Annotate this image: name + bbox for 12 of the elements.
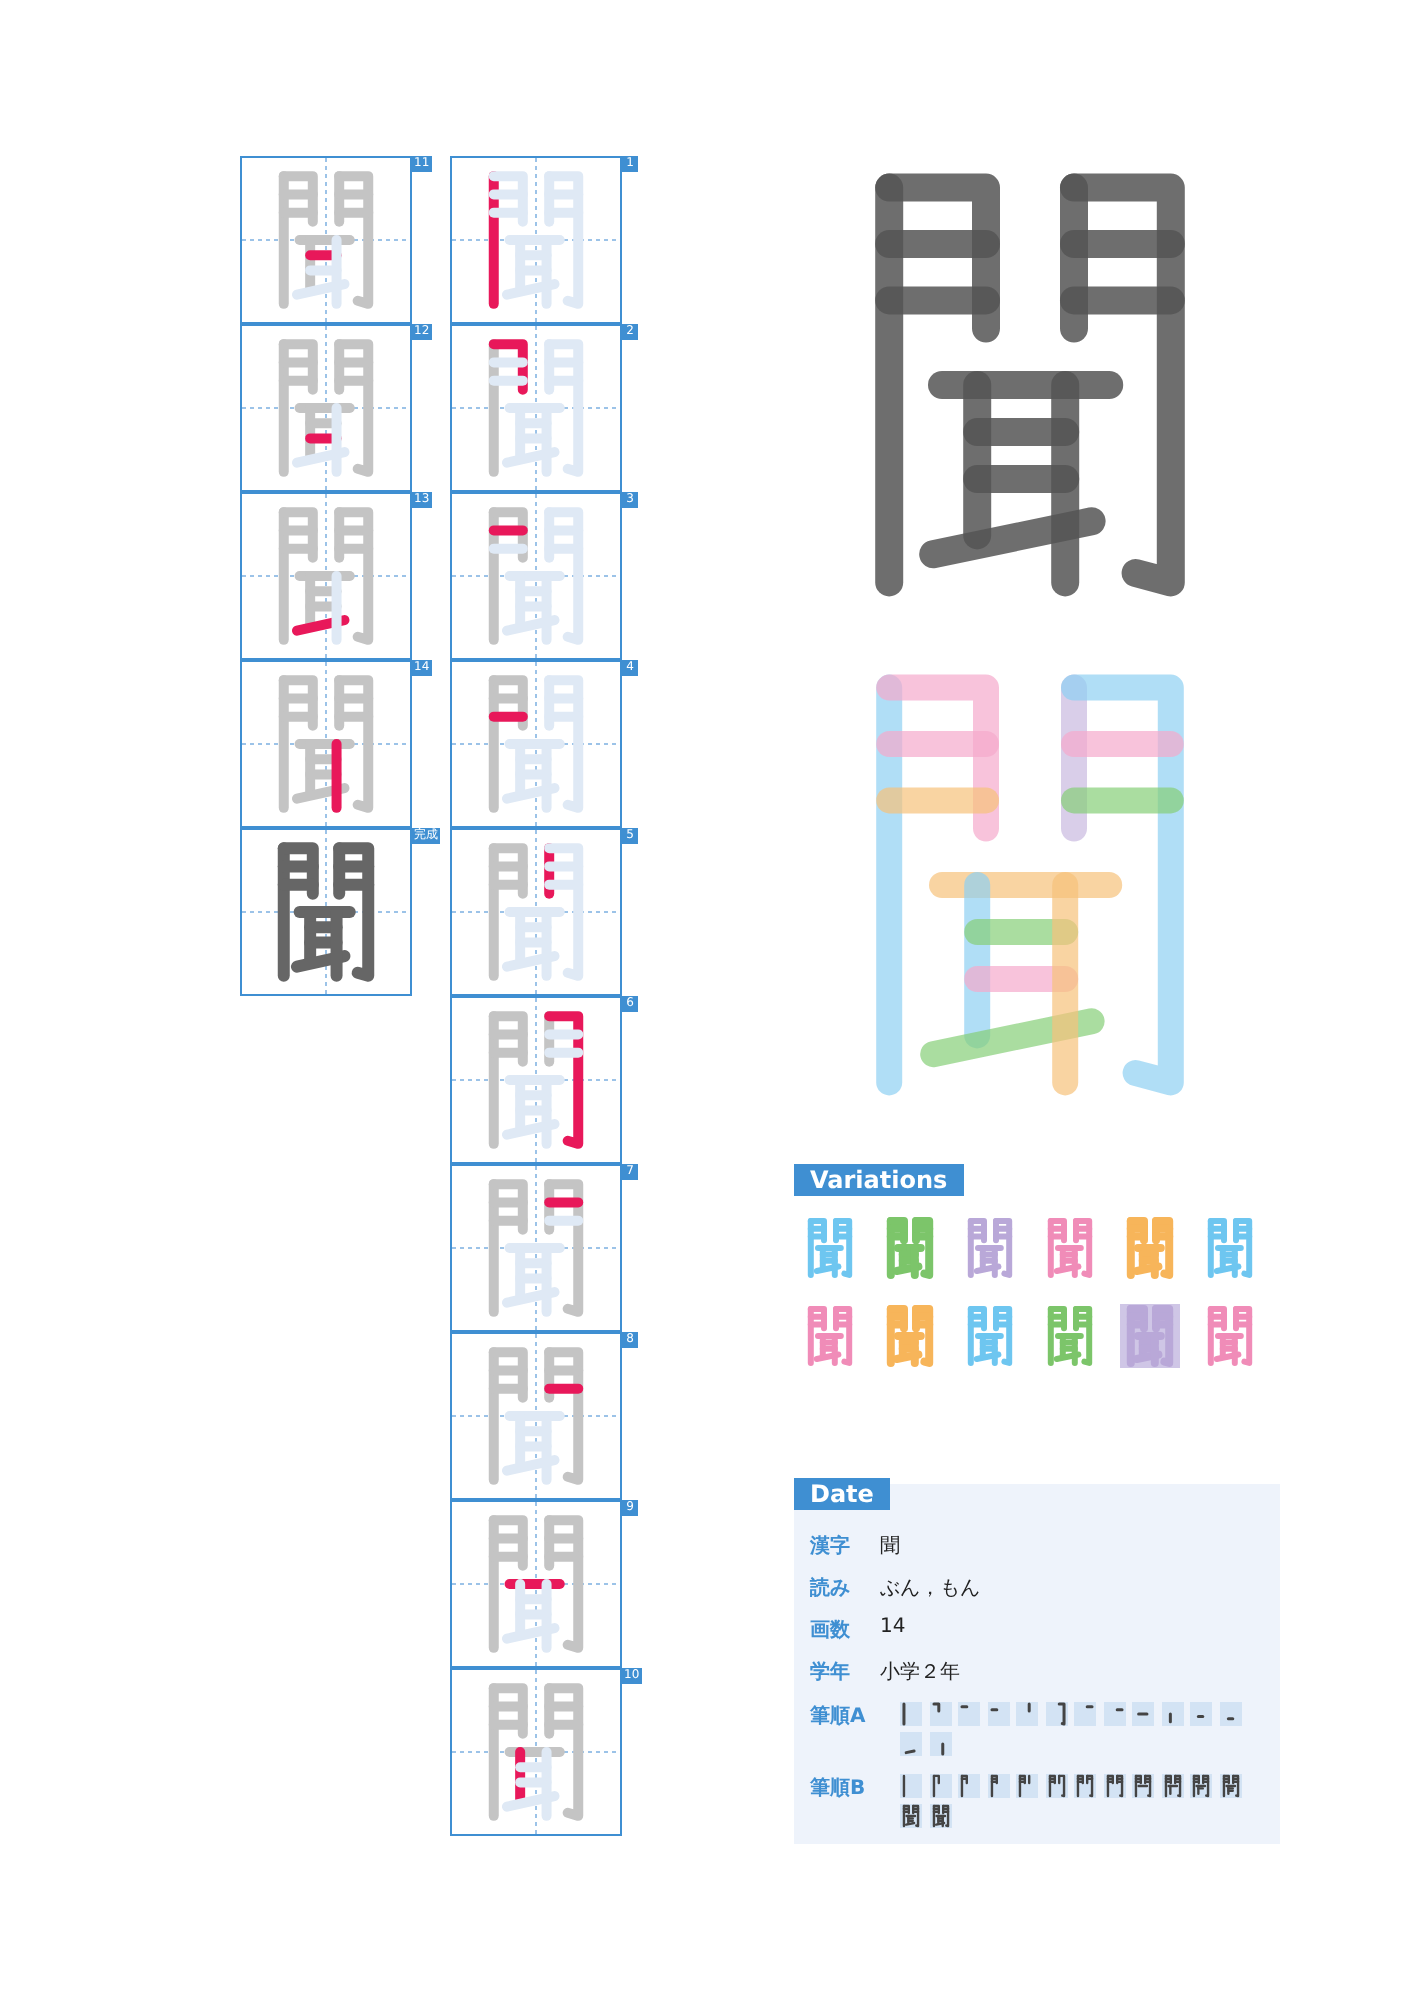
- section-heading: Variations: [794, 1164, 964, 1196]
- field-value: 聞: [880, 1534, 900, 1560]
- field-label: 学年: [810, 1659, 850, 1686]
- field-label: 画数: [810, 1617, 850, 1644]
- field-value: ぶん，もん: [880, 1576, 980, 1602]
- field-value: 14: [880, 1616, 906, 1638]
- field-value: 小学２年: [880, 1659, 960, 1686]
- field-label: 漢字: [810, 1532, 850, 1560]
- field-label: 筆順B: [810, 1775, 866, 1802]
- section-heading: Date: [794, 1478, 890, 1510]
- field-label: 筆順A: [810, 1703, 866, 1730]
- field-label: 読み: [810, 1575, 850, 1602]
